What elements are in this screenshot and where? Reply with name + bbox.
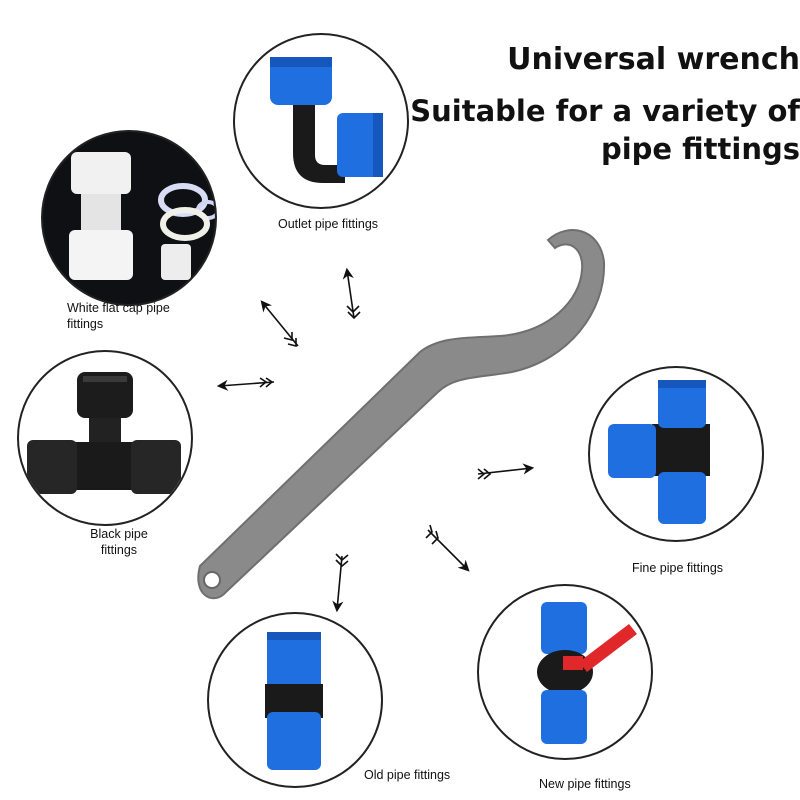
black-fittings-image bbox=[17, 350, 193, 526]
arrow-icon bbox=[342, 267, 361, 320]
black-fittings-caption: Black pipe fittings bbox=[90, 527, 148, 557]
arrow-icon bbox=[425, 524, 470, 572]
old-fittings-image bbox=[207, 612, 383, 788]
fine-fittings-caption: Fine pipe fittings bbox=[632, 561, 724, 575]
white-flat-cap-fittings-image bbox=[41, 130, 217, 306]
outlet-fittings-caption: Outlet pipe fittings bbox=[278, 217, 379, 231]
headline-subtitle-line2: pipe fittings bbox=[600, 132, 800, 166]
new-fittings-image bbox=[477, 584, 653, 760]
arrow-icon bbox=[332, 553, 349, 613]
arrow-icon bbox=[477, 463, 535, 480]
headline-subtitle-line1: Suitable for a variety of bbox=[410, 94, 800, 128]
outlet-fittings-image bbox=[233, 33, 409, 209]
wrench-icon bbox=[197, 229, 606, 600]
arrow-icon bbox=[216, 377, 275, 391]
fine-fittings-image bbox=[588, 366, 764, 542]
arrow-icon bbox=[260, 300, 299, 348]
white-flat-cap-fittings-caption: White flat cap pipe fittings bbox=[67, 301, 170, 331]
old-fittings-caption: Old pipe fittings bbox=[364, 768, 451, 782]
new-fittings-caption: New pipe fittings bbox=[539, 777, 631, 791]
headline-title: Universal wrench bbox=[507, 42, 800, 77]
